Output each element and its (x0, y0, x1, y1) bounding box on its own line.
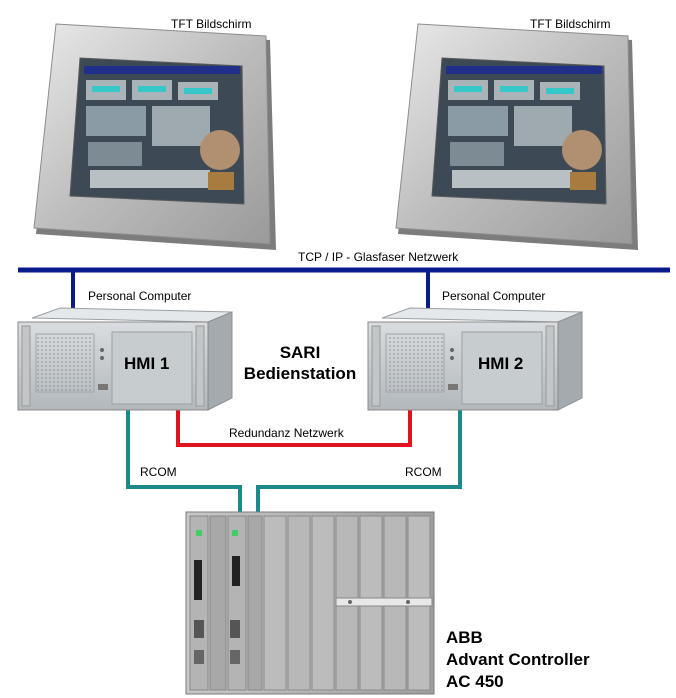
rcom-link-2 (256, 404, 462, 512)
rcom-1-label: RCOM (140, 465, 177, 479)
redundancy-label: Redundanz Netzwerk (229, 426, 344, 440)
controller-line1: ABB (446, 628, 483, 647)
station-title-line1: SARI (279, 343, 321, 362)
pc-2-caption: Personal Computer (442, 289, 546, 303)
monitor-2-label: TFT Bildschirm (530, 17, 611, 31)
pc-1-caption: Personal Computer (88, 289, 192, 303)
rcom-link-1 (126, 404, 242, 512)
redundancy-network-line (176, 404, 412, 447)
tft-monitor-2 (395, 23, 638, 250)
hmi-2-computer (367, 307, 583, 411)
monitor-1-label: TFT Bildschirm (171, 17, 252, 31)
network-label: TCP / IP - Glasfaser Netzwerk (298, 250, 459, 264)
tft-monitor-1 (33, 23, 276, 250)
station-title-line2: Bedienstation (243, 364, 357, 383)
controller-line3: AC 450 (446, 672, 504, 691)
controller-line2: Advant Controller (446, 650, 590, 669)
rcom-2-label: RCOM (405, 465, 442, 479)
advant-controller-rack (185, 511, 435, 695)
hmi-2-label: HMI 2 (478, 354, 524, 373)
hmi-1-label: HMI 1 (124, 354, 170, 373)
hmi-1-computer (17, 307, 233, 411)
